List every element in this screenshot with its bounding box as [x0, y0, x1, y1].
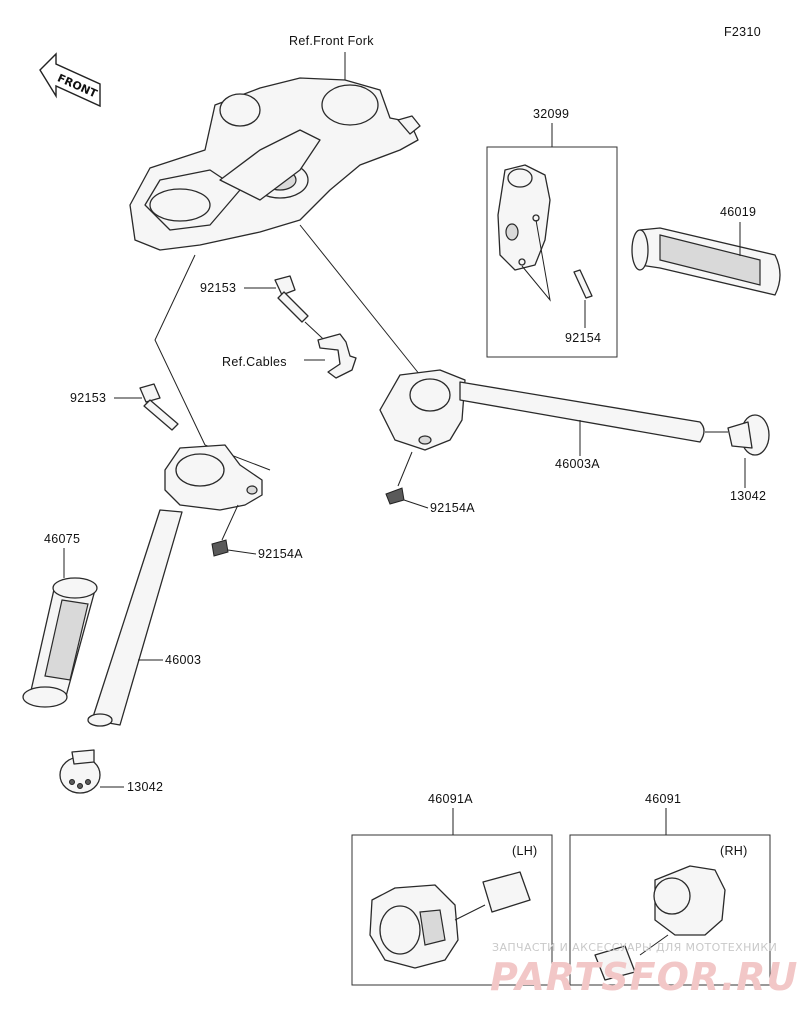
frame-line-right	[299, 224, 421, 376]
leader-92154A-right	[403, 499, 429, 509]
right-handlebar-clamp	[379, 369, 466, 451]
left-switch-housing	[369, 871, 531, 969]
screw-92154A-left	[211, 539, 229, 557]
grip-right-46019	[631, 227, 781, 296]
leader-throttle-screws	[521, 219, 551, 302]
label-32099: 32099	[533, 107, 569, 121]
right-switch-housing	[594, 865, 726, 981]
label-92153-lower: 92153	[70, 391, 106, 405]
label-13042-right: 13042	[730, 489, 766, 503]
bolt-92153-upper	[274, 275, 309, 323]
left-handlebar-tube	[87, 509, 183, 727]
frame-line-left	[154, 254, 206, 446]
leader-92154A-right-b	[397, 451, 413, 487]
label-46075: 46075	[44, 532, 80, 546]
label-92154A-right: 92154A	[430, 501, 475, 515]
label-46003: 46003	[165, 653, 201, 667]
screw-92154	[573, 269, 593, 299]
label-46091: 46091	[645, 792, 681, 806]
throttle-housing	[497, 164, 551, 271]
label-rh: (RH)	[720, 844, 748, 858]
bolt-92153-lower	[139, 383, 179, 431]
leader-92154A-left	[227, 549, 257, 555]
figure-code: F2310	[724, 25, 761, 39]
screw-92154A-right	[385, 487, 405, 505]
bar-end-left	[59, 749, 101, 794]
label-46019: 46019	[720, 205, 756, 219]
label-92154A-left: 92154A	[258, 547, 303, 561]
cable-clip	[317, 333, 357, 379]
bar-end-right	[727, 414, 770, 456]
front-arrow-icon: FRONT	[39, 52, 101, 108]
label-46003A: 46003A	[555, 457, 600, 471]
label-92154: 92154	[565, 331, 601, 345]
label-lh: (LH)	[512, 844, 538, 858]
label-92153-upper: 92153	[200, 281, 236, 295]
upper-triple-clamp	[129, 77, 421, 251]
right-handlebar-tube	[459, 381, 705, 443]
watermark-tagline: ЗАПЧАСТИ И АКСЕССУАРЫ ДЛЯ МОТОТЕХНИКИ	[492, 941, 777, 954]
grip-left-46075	[22, 577, 98, 708]
label-13042-left: 13042	[127, 780, 163, 794]
label-ref-cables: Ref.Cables	[222, 355, 287, 369]
switch-rh-box	[569, 834, 771, 986]
label-46091A: 46091A	[428, 792, 473, 806]
switch-lh-box	[351, 834, 553, 986]
left-handlebar-clamp	[164, 444, 263, 511]
label-ref-front-fork: Ref.Front Fork	[289, 34, 374, 48]
watermark-brand: PARTSFOR.RU	[490, 955, 798, 999]
leader-92154A-left-b	[221, 504, 239, 541]
